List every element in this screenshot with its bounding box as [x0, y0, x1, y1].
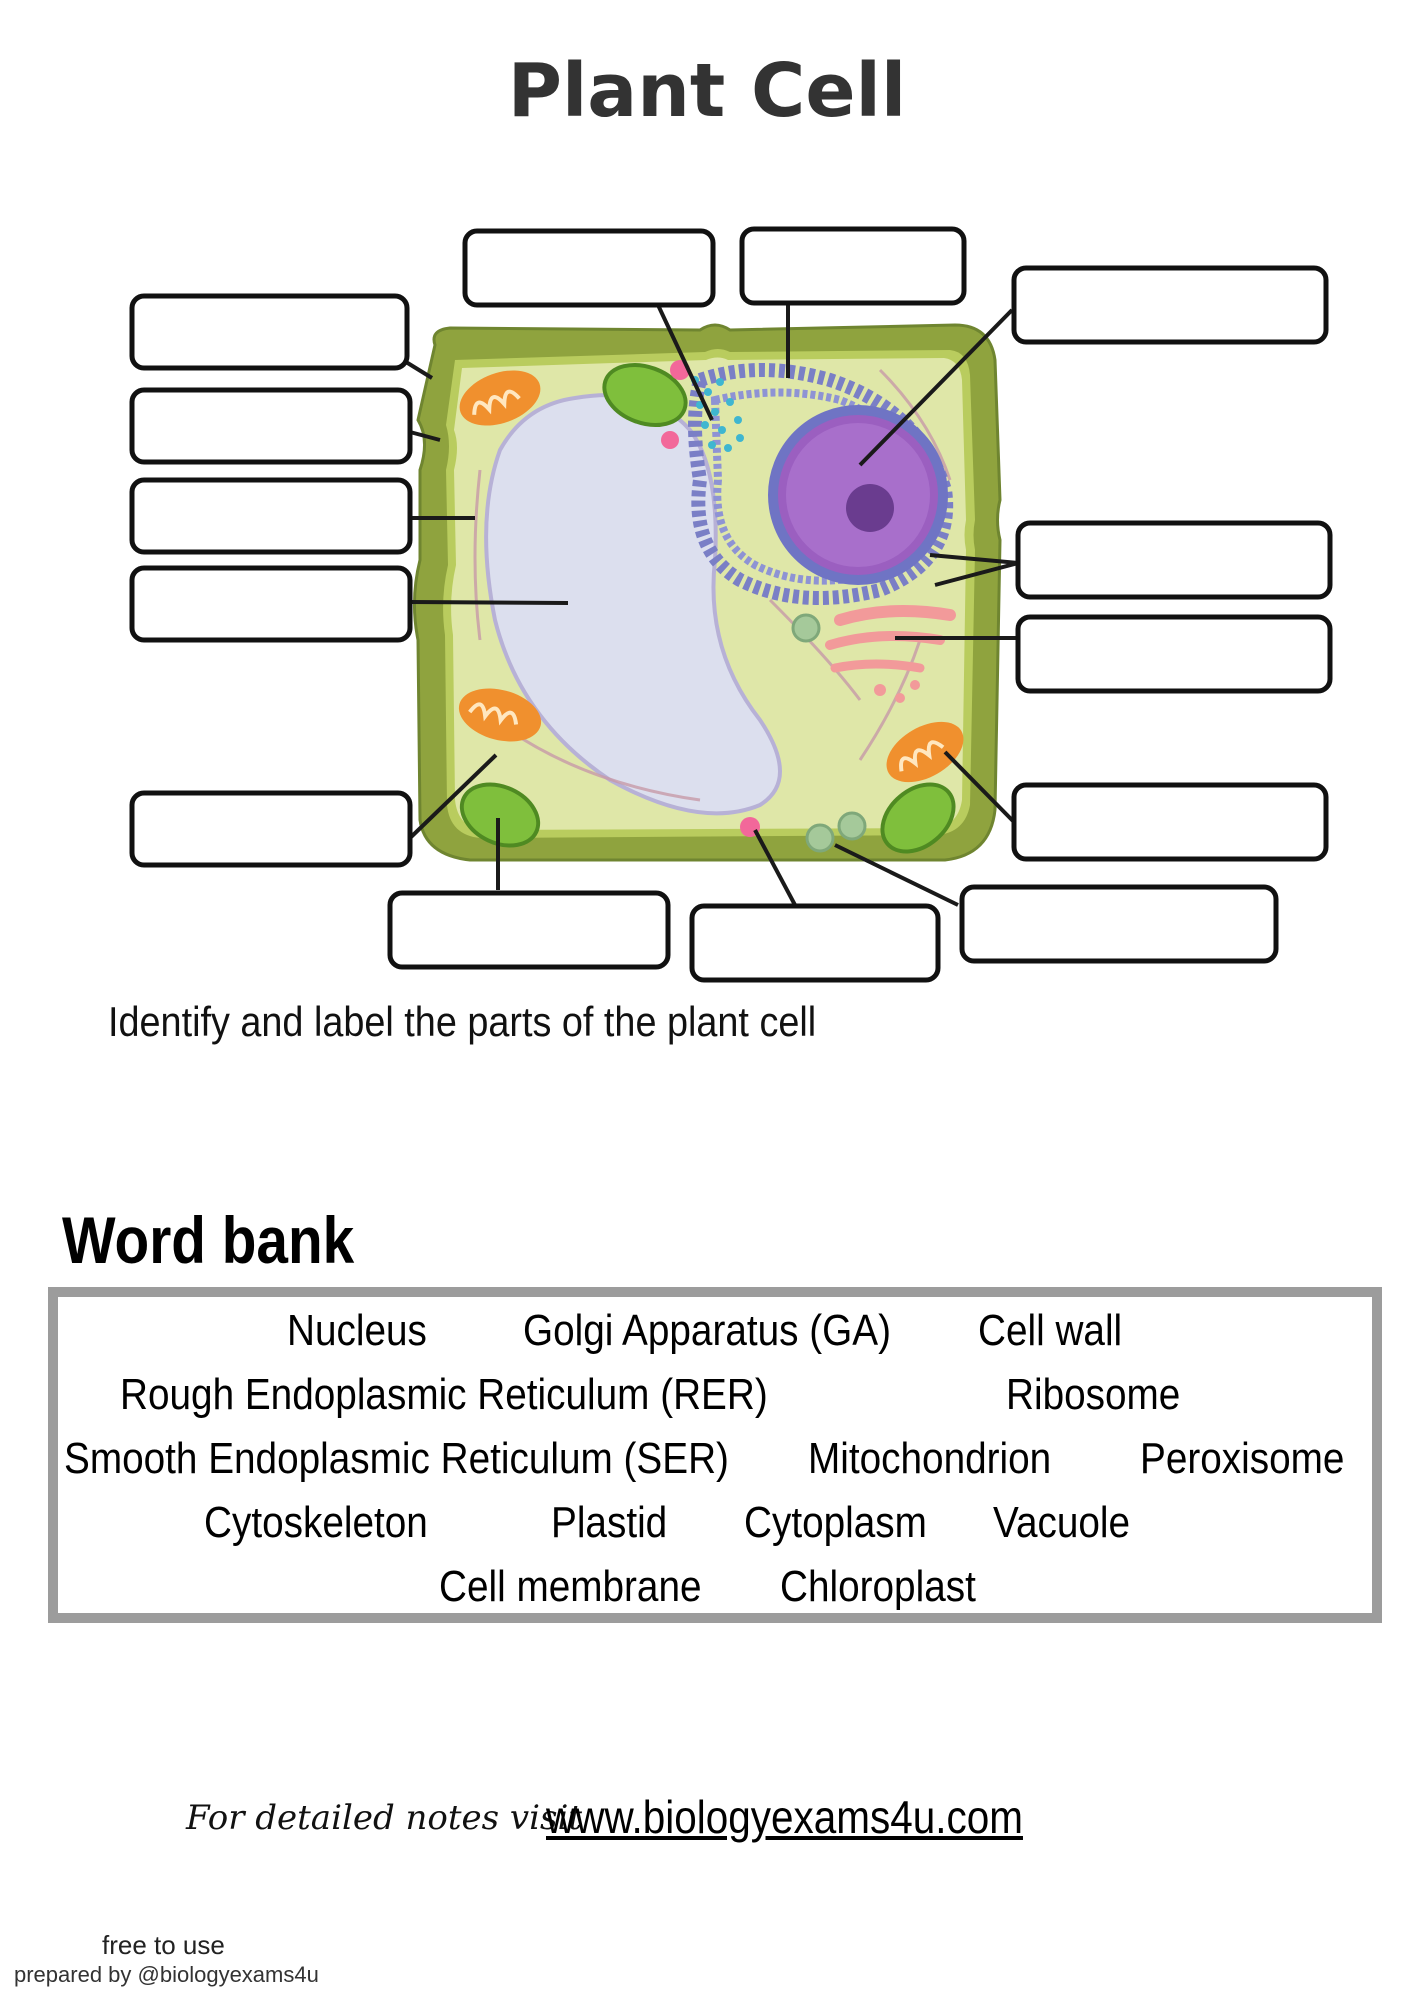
label-box[interactable]	[129, 565, 413, 643]
label-box[interactable]	[387, 890, 671, 970]
website-link[interactable]: www.biologyexams4u.com	[546, 1791, 1023, 1843]
page-title: Plant Cell	[507, 48, 907, 134]
label-box[interactable]	[689, 903, 941, 983]
ribosomes	[691, 376, 744, 452]
label-box[interactable]	[1011, 265, 1329, 345]
peroxisome	[661, 431, 679, 449]
notes-lead-text: For detailed notes visit	[186, 1798, 582, 1838]
chloroplast	[459, 782, 541, 848]
word-plastid: Plastid	[551, 1498, 668, 1547]
mitochondrion	[886, 721, 964, 783]
word-mitochondrion: Mitochondrion	[808, 1434, 1052, 1483]
word-nucleus: Nucleus	[287, 1306, 427, 1355]
word-peroxisome: Peroxisome	[1140, 1434, 1345, 1483]
chloroplast	[602, 363, 688, 427]
label-box[interactable]	[129, 477, 413, 555]
label-box[interactable]	[1011, 782, 1329, 862]
plant-cell-diagram	[129, 226, 1333, 983]
nucleolus	[846, 484, 894, 532]
instruction-text: Identify and label the parts of the plan…	[108, 998, 817, 1045]
plastid	[791, 613, 821, 643]
chloroplast	[880, 782, 956, 854]
label-box[interactable]	[129, 790, 413, 868]
word-golgi: Golgi Apparatus (GA)	[523, 1306, 892, 1355]
mitochondrion	[458, 688, 542, 742]
word-cytoplasm: Cytoplasm	[744, 1498, 927, 1547]
word-cytoskeleton: Cytoskeleton	[204, 1498, 428, 1547]
prepared-by-note: prepared by @biologyexams4u	[14, 1962, 319, 1987]
vacuole	[484, 393, 782, 816]
label-boxes	[129, 226, 1333, 983]
plastid	[805, 823, 835, 853]
label-box[interactable]	[1015, 520, 1333, 600]
label-box[interactable]	[129, 293, 410, 371]
label-box[interactable]	[129, 387, 413, 465]
word-bank-box	[48, 1287, 1382, 1623]
word-ribosome: Ribosome	[1006, 1370, 1181, 1419]
label-box[interactable]	[739, 226, 967, 306]
label-box[interactable]	[959, 884, 1279, 964]
word-cell-membrane: Cell membrane	[439, 1562, 702, 1611]
word-chloroplast: Chloroplast	[780, 1562, 976, 1611]
word-ser: Smooth Endoplasmic Reticulum (SER)	[64, 1434, 729, 1483]
leader-lines	[404, 304, 1019, 907]
label-box[interactable]	[1015, 614, 1333, 694]
rough-er	[688, 363, 954, 605]
word-cell-wall: Cell wall	[978, 1306, 1123, 1355]
label-box[interactable]	[462, 228, 716, 308]
word-vacuole: Vacuole	[993, 1498, 1131, 1547]
word-bank-heading: Word bank	[62, 1203, 355, 1277]
free-to-use-note: free to use	[102, 1930, 225, 1960]
word-rer: Rough Endoplasmic Reticulum (RER)	[120, 1370, 768, 1419]
plastid	[837, 811, 867, 841]
mitochondrion	[459, 370, 541, 426]
